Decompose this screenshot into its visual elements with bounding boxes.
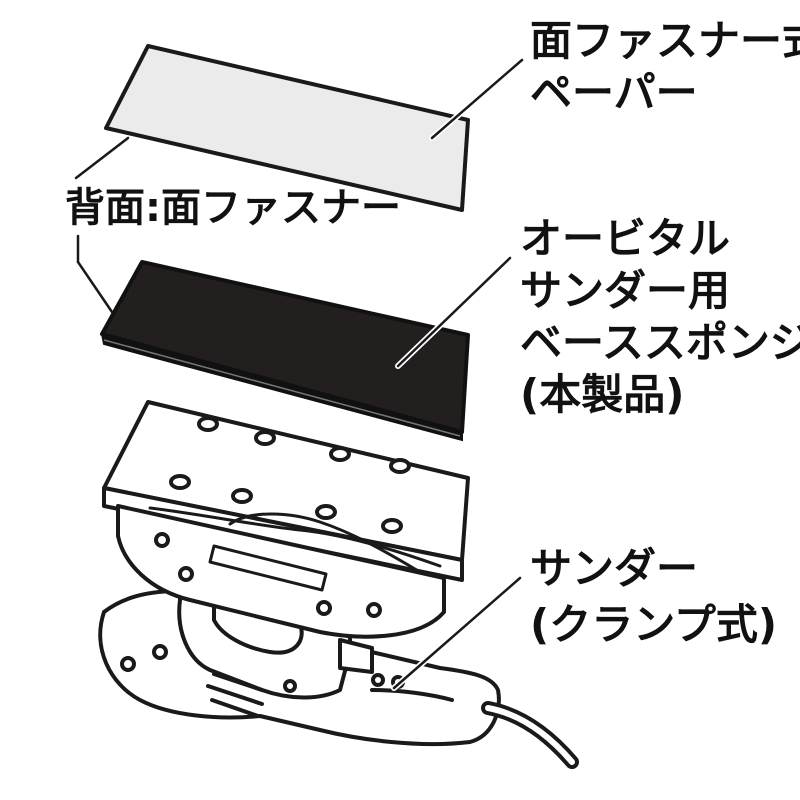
label-sponge-line2: サンダー用 xyxy=(520,266,731,315)
label-sander-line2: (クランプ式) xyxy=(530,600,778,649)
label-paper-line1: 面ファスナー式 xyxy=(530,16,800,65)
label-clamp-sander: サンダー (クランプ式) xyxy=(530,548,777,646)
label-base-sponge-product: オービタル サンダー用 ベーススポンジ (本製品) xyxy=(520,218,800,416)
label-sponge-line4: (本製品) xyxy=(520,370,685,419)
label-backing-hook-and-loop: 背面:面ファスナー xyxy=(65,188,401,228)
label-sponge-line3: ベーススポンジ xyxy=(520,318,800,367)
power-cord xyxy=(481,701,579,769)
label-sander-line1: サンダー xyxy=(530,544,699,593)
label-hook-and-loop-paper: 面ファスナー式 ペーパー xyxy=(530,20,800,114)
label-sponge-line1: オービタル xyxy=(520,214,731,263)
sponge-base-pad xyxy=(100,260,470,442)
sander-base-plate xyxy=(102,400,470,639)
label-paper-line2: ペーパー xyxy=(530,68,698,117)
leader-lines xyxy=(74,57,525,691)
sanding-paper-sheet xyxy=(104,44,470,212)
label-backing-text: 背面:面ファスナー xyxy=(65,185,401,231)
